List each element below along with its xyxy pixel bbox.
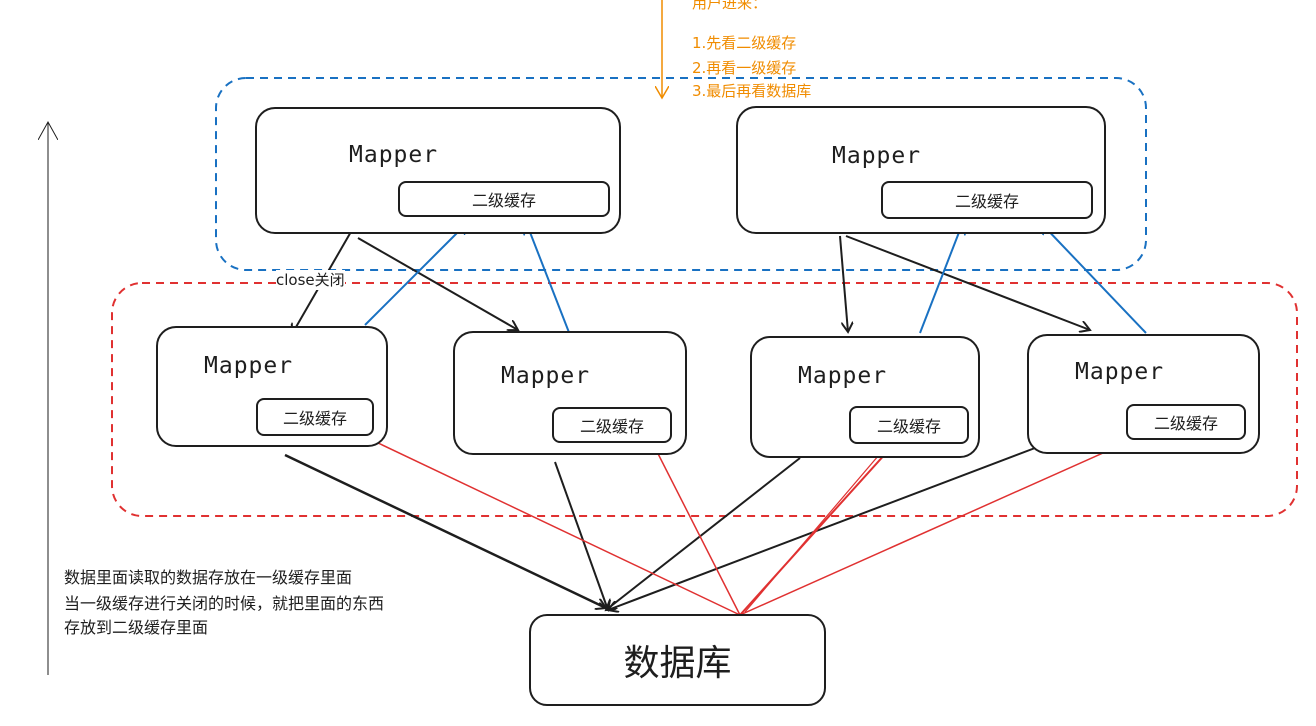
- arrow-b4-to-db: [608, 447, 1036, 610]
- red-arrow-1: [355, 432, 741, 616]
- bottom-mapper-4: Mapper 二级缓存: [1027, 334, 1260, 454]
- arrow-b3-to-db: [606, 457, 801, 610]
- user-flow-step-2: 2.再看一级缓存: [692, 59, 797, 77]
- arrow-top2-to-bottom4: [845, 235, 1090, 330]
- mapper-title: Mapper: [349, 142, 439, 168]
- second-level-cache-box: 二级缓存: [398, 181, 610, 217]
- second-level-cache-box: 二级缓存: [1126, 404, 1246, 440]
- bottom-mapper-3: Mapper 二级缓存: [750, 336, 980, 458]
- red-arrow-3: [739, 432, 905, 616]
- left-note-line-2: 当一级缓存进行关闭的时候，就把里面的东西: [64, 594, 385, 613]
- arrow-b2-to-db: [554, 461, 608, 610]
- mapper-title: Mapper: [204, 353, 294, 379]
- close-label: close关闭: [276, 270, 345, 290]
- user-flow-step-3: 3.最后再看数据库: [692, 82, 812, 100]
- top-mapper-1: Mapper 二级缓存: [255, 107, 621, 234]
- second-level-cache-box: 二级缓存: [256, 398, 374, 436]
- mapper-title: Mapper: [832, 143, 922, 169]
- red-arrow-5: [739, 432, 1150, 616]
- blue-arrow-3: [919, 222, 963, 334]
- second-level-cache-group: [215, 77, 1147, 271]
- second-level-cache-box: 二级缓存: [552, 407, 672, 443]
- arrow-top2-to-bottom3: [839, 235, 848, 332]
- mapper-title: Mapper: [798, 363, 888, 389]
- top-mapper-2: Mapper 二级缓存: [736, 106, 1106, 234]
- red-arrow-4: [744, 427, 903, 613]
- bottom-mapper-2: Mapper 二级缓存: [453, 331, 687, 455]
- mapper-title: Mapper: [1075, 359, 1165, 385]
- red-arrow-2: [648, 434, 741, 616]
- left-note-line-3: 存放到二级缓存里面: [64, 618, 209, 637]
- blue-arrow-4: [1040, 222, 1147, 334]
- arrow-b1-to-db: [284, 453, 606, 608]
- left-note-line-1: 数据里面读取的数据存放在一级缓存里面: [64, 568, 353, 587]
- user-flow-step-1: 1.先看二级缓存: [692, 34, 797, 52]
- first-level-cache-group: [111, 282, 1298, 517]
- mapper-title: Mapper: [501, 363, 591, 389]
- second-level-cache-box: 二级缓存: [881, 181, 1093, 219]
- blue-arrow-2: [526, 222, 571, 336]
- blue-arrow-1: [364, 222, 468, 326]
- second-level-cache-box: 二级缓存: [849, 406, 969, 444]
- user-flow-title: 用户进来：: [692, 0, 768, 12]
- arrow-top1-to-bottom2: [357, 237, 518, 330]
- database-box: 数据库: [529, 614, 826, 706]
- bottom-mapper-1: Mapper 二级缓存: [156, 326, 388, 447]
